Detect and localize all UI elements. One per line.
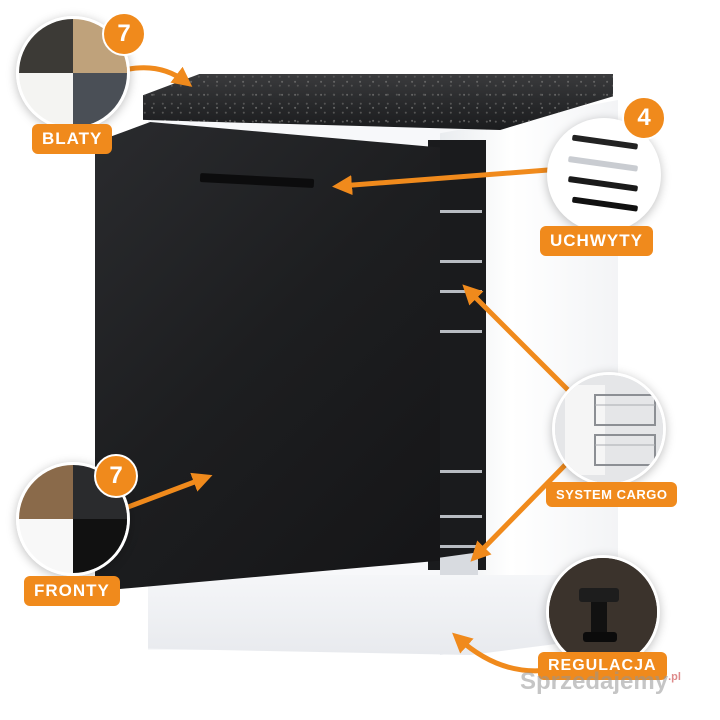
watermark: Sprzedajemy.pl	[520, 668, 681, 696]
arrow-regulacja	[452, 632, 549, 674]
adjustable-leg-icon	[549, 558, 657, 666]
swatch-tile	[73, 519, 127, 573]
fronty-label: FRONTY	[24, 576, 120, 606]
cargo-rail	[432, 515, 482, 518]
cargo-thumbnail	[552, 372, 666, 486]
arrow-cargo-top	[462, 284, 572, 394]
cargo-rail	[432, 210, 482, 213]
regulacja-thumbnail	[546, 555, 660, 669]
swatch-tile	[19, 519, 73, 573]
cargo-rail	[432, 260, 482, 263]
fronty-count-badge: 7	[94, 454, 138, 498]
arrow-fronty	[119, 472, 213, 513]
cargo-rail	[432, 330, 482, 333]
arrow-cargo-bottom	[470, 458, 572, 562]
blaty-swatch-thumbnail	[16, 16, 130, 130]
swatch-tile	[73, 73, 127, 127]
handles-icon	[568, 134, 638, 212]
swatch-tile	[19, 73, 73, 127]
blaty-label: BLATY	[32, 124, 113, 154]
watermark-text: Sprzedajemy	[520, 668, 669, 695]
watermark-suffix: .pl	[668, 671, 681, 683]
uchwyty-count-badge: 4	[622, 96, 666, 140]
cabinet-door	[95, 122, 440, 592]
arrow-uchwyty	[332, 167, 549, 196]
regulacja-label: REGULACJA	[538, 652, 667, 680]
cargo-rail	[432, 545, 482, 548]
cabinet-plinth	[148, 575, 608, 655]
cargo-basket-icon	[555, 375, 663, 483]
arrow-blaty	[123, 65, 193, 87]
cargo-rail	[432, 290, 482, 293]
cargo-rail	[432, 470, 482, 473]
uchwyty-label: UCHWYTY	[540, 226, 653, 256]
swatch-tile	[19, 465, 73, 519]
swatch-tile	[19, 19, 73, 73]
blaty-count-badge: 7	[102, 12, 146, 56]
cargo-label: SYSTEM CARGO	[546, 482, 678, 507]
